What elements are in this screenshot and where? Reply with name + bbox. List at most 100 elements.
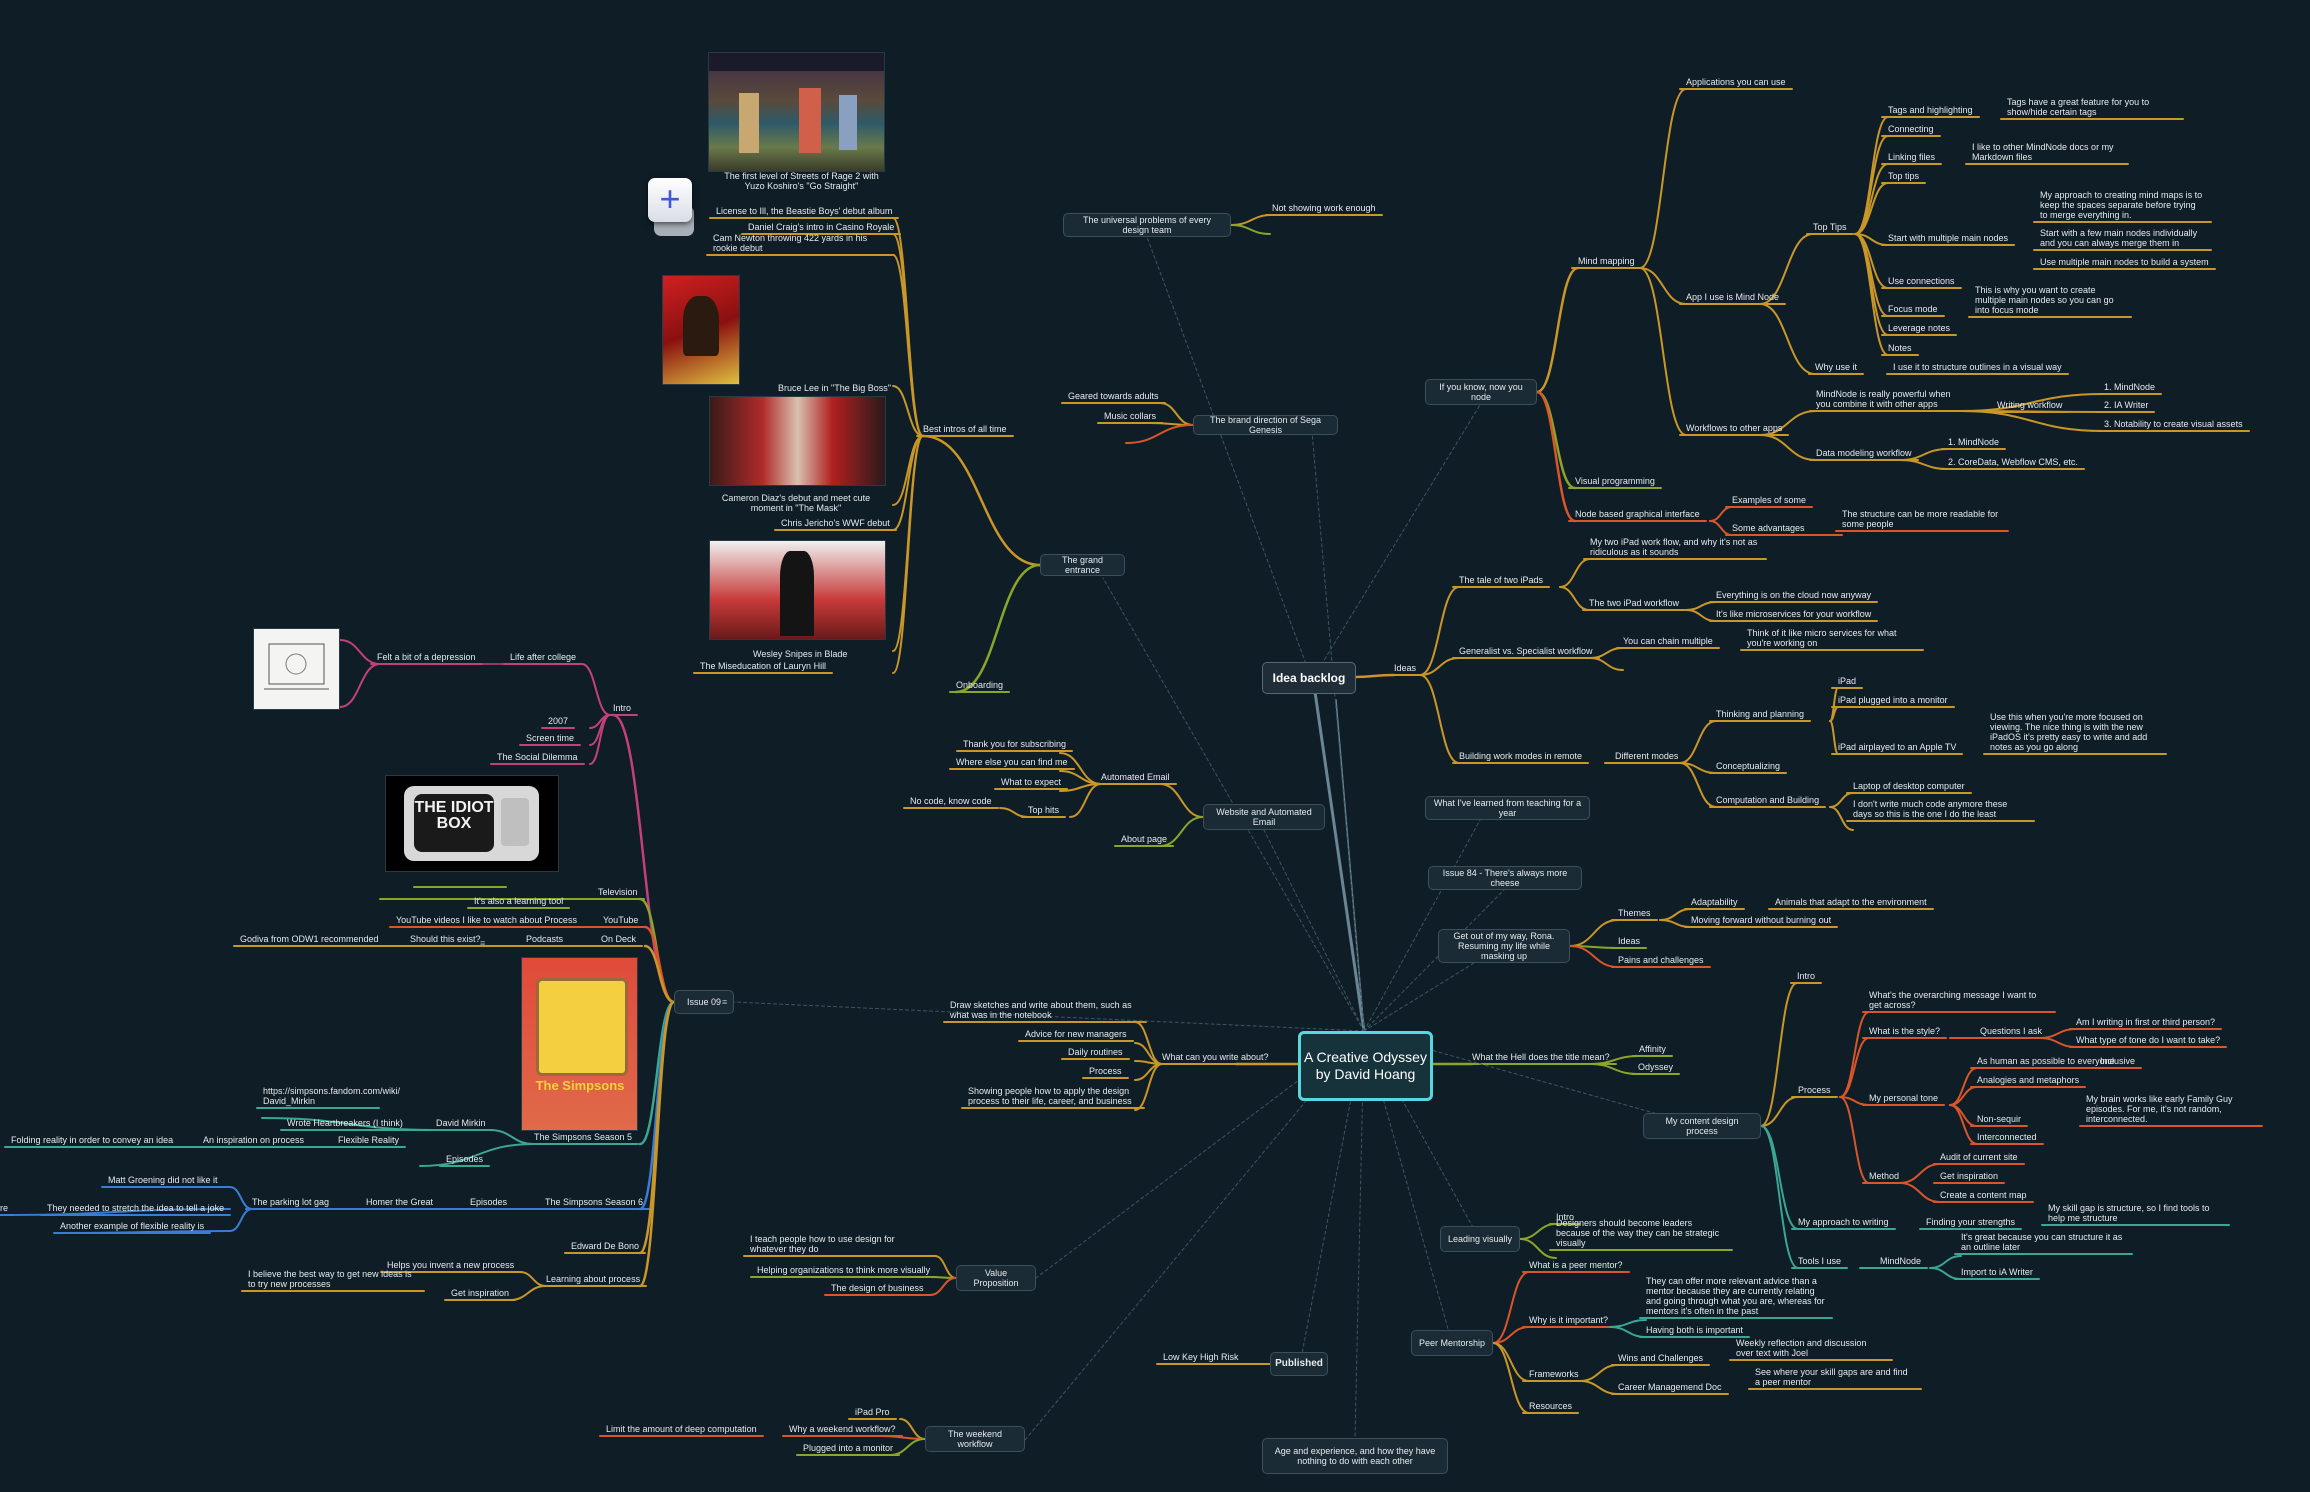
- node-tone[interactable]: What type of tone do I want to take?: [2076, 1035, 2221, 1045]
- node-dont-code[interactable]: I don't write much code anymore these da…: [1853, 799, 2008, 819]
- node-not-showing[interactable]: Not showing work enough: [1272, 203, 1376, 213]
- node-import[interactable]: Import to iA Writer: [1961, 1267, 2033, 1277]
- hub-leading-visually[interactable]: Leading visually: [1440, 1226, 1520, 1252]
- node-great-because[interactable]: It's great because you can structure it …: [1961, 1232, 2123, 1252]
- node-geared[interactable]: Geared towards adults: [1068, 391, 1159, 401]
- node-building[interactable]: Building work modes in remote: [1459, 751, 1583, 761]
- node-workflows[interactable]: Workflows to other apps: [1686, 423, 1783, 433]
- node-homer[interactable]: Homer the Great: [366, 1197, 434, 1207]
- node-simpsons-url[interactable]: https://simpsons.fandom.com/wiki/ David_…: [263, 1086, 401, 1106]
- node-where[interactable]: Where else you can find me: [956, 757, 1068, 767]
- main-node-creative-odyssey[interactable]: A Creative Odyssey by David Hoang: [1298, 1031, 1433, 1101]
- hub-grand-entrance[interactable]: The grand entrance: [1040, 554, 1125, 576]
- node-podcasts[interactable]: Podcasts: [526, 934, 564, 944]
- node-mindnode[interactable]: MindNode: [1880, 1256, 1922, 1266]
- hub-teaching[interactable]: What I've learned from teaching for a ye…: [1425, 796, 1590, 820]
- node-tools[interactable]: Tools I use: [1798, 1256, 1842, 1266]
- node-jericho[interactable]: Chris Jericho's WWF debut: [781, 518, 890, 528]
- node-questions[interactable]: Questions I ask: [1980, 1026, 2043, 1036]
- node-coredata[interactable]: 2. CoreData, Webflow CMS, etc.: [1948, 457, 2078, 467]
- hub-age-experience[interactable]: Age and experience, and how they have no…: [1262, 1438, 1448, 1474]
- node-mirkin[interactable]: David Mirkin: [436, 1118, 486, 1128]
- node-best-intros[interactable]: Best intros of all time: [923, 424, 1007, 434]
- node-intro3[interactable]: Intro: [613, 703, 632, 713]
- node-themes[interactable]: Themes: [1618, 908, 1651, 918]
- node-resources[interactable]: Resources: [1529, 1401, 1573, 1411]
- node-notability3[interactable]: 3. Notability to create visual assets: [2104, 419, 2243, 429]
- node-ipadpro[interactable]: iPad Pro: [855, 1407, 890, 1417]
- node-limit[interactable]: Limit the amount of deep computation: [606, 1424, 757, 1434]
- node-think-micro[interactable]: Think of it like micro services for what…: [1747, 628, 1897, 648]
- node-about[interactable]: About page: [1121, 834, 1168, 844]
- node-helps[interactable]: Helps you invent a new process: [387, 1260, 515, 1270]
- node-focus-note[interactable]: This is why you want to create multiple …: [1975, 285, 2114, 315]
- node-groening[interactable]: Matt Groening did not like it: [108, 1175, 218, 1185]
- node-start-multi[interactable]: Start with multiple main nodes: [1888, 233, 2009, 243]
- node-skill-gap[interactable]: My skill gap is structure, so I find too…: [2048, 1203, 2210, 1223]
- hub-know-node[interactable]: If you know, now you node: [1425, 379, 1537, 405]
- node-first-third[interactable]: Am I writing in first or third person?: [2076, 1017, 2216, 1027]
- node-learning-proc[interactable]: Learning about process: [546, 1274, 641, 1284]
- node-television[interactable]: Television: [598, 887, 638, 897]
- node-lowkey[interactable]: Low Key High Risk: [1163, 1352, 1239, 1362]
- node-tags[interactable]: Tags and highlighting: [1888, 105, 1973, 115]
- node-brain[interactable]: My brain works like early Family Guy epi…: [2086, 1094, 2233, 1124]
- node-re[interactable]: re: [0, 1203, 9, 1213]
- node-get-insp[interactable]: Get inspiration: [1940, 1171, 1999, 1181]
- node-career[interactable]: Career Managemend Doc: [1618, 1382, 1722, 1392]
- node-craig[interactable]: Daniel Craig's intro in Casino Royale: [748, 222, 895, 232]
- node-tophits[interactable]: Top hits: [1028, 805, 1060, 815]
- hub-issue-09[interactable]: Issue 09: [674, 990, 734, 1014]
- node-whyuse-note[interactable]: I use it to structure outlines in a visu…: [1893, 362, 2062, 372]
- node-cloud[interactable]: Everything is on the cloud now anyway: [1716, 590, 1872, 600]
- hub-universal-problems[interactable]: The universal problems of every design t…: [1063, 213, 1231, 237]
- node-interconnected[interactable]: Interconnected: [1977, 1132, 2037, 1142]
- node-intro2[interactable]: Intro: [1556, 1212, 1575, 1222]
- node-mindnode1[interactable]: 1. MindNode: [2104, 382, 2156, 392]
- node-use-conn[interactable]: Use connections: [1888, 276, 1955, 286]
- node-method[interactable]: Method: [1869, 1171, 1900, 1181]
- node-leverage[interactable]: Leverage notes: [1888, 323, 1951, 333]
- node-micro[interactable]: It's like microservices for your workflo…: [1716, 609, 1872, 619]
- node-gen-spec[interactable]: Generalist vs. Specialist workflow: [1459, 646, 1593, 656]
- node-mind-mapping[interactable]: Mind mapping: [1578, 256, 1635, 266]
- node-advice[interactable]: Advice for new managers: [1025, 1029, 1127, 1039]
- node-ondeck[interactable]: On Deck: [601, 934, 637, 944]
- node-episodes[interactable]: Episodes: [446, 1154, 484, 1164]
- node-notes[interactable]: Notes: [1888, 343, 1912, 353]
- idea-backlog-node[interactable]: Idea backlog: [1262, 662, 1356, 694]
- node-having-both[interactable]: Having both is important: [1646, 1325, 1744, 1335]
- node-daily[interactable]: Daily routines: [1068, 1047, 1123, 1057]
- node-folding[interactable]: Folding reality in order to convey an id…: [11, 1135, 174, 1145]
- node-heartbreakers[interactable]: Wrote Heartbreakers (I think): [287, 1118, 403, 1128]
- node-process2[interactable]: Process: [1798, 1085, 1831, 1095]
- hub-content-design[interactable]: My content design process: [1643, 1113, 1761, 1139]
- node-conceptualizing[interactable]: Conceptualizing: [1716, 761, 1781, 771]
- node-godiva[interactable]: Godiva from ODW1 recommended: [240, 934, 379, 944]
- node-tale[interactable]: The tale of two iPads: [1459, 575, 1544, 585]
- node-yt-videos[interactable]: YouTube videos I like to watch about Pro…: [396, 915, 577, 925]
- node-visual-prog[interactable]: Visual programming: [1575, 476, 1655, 486]
- hub-get-out-rona[interactable]: Get out of my way, Rona. Resuming my lif…: [1438, 929, 1570, 963]
- node-ipad-monitor[interactable]: iPad plugged into a monitor: [1838, 695, 1948, 705]
- node-get-insp2[interactable]: Get inspiration: [451, 1288, 510, 1298]
- node-start-few[interactable]: Start with a few main nodes individually…: [2040, 228, 2198, 248]
- node-ipados[interactable]: Use this when you're more focused on vie…: [1990, 712, 2148, 752]
- node-design-biz[interactable]: The design of business: [831, 1283, 924, 1293]
- node-use-multi[interactable]: Use multiple main nodes to build a syste…: [2040, 257, 2209, 267]
- node-toptips[interactable]: Top tips: [1888, 171, 1920, 181]
- node-social[interactable]: The Social Dilemma: [497, 752, 578, 762]
- hub-peer-mentorship[interactable]: Peer Mentorship: [1411, 1330, 1493, 1356]
- node-approach[interactable]: My approach to creating mind maps is to …: [2040, 190, 2203, 220]
- node-process[interactable]: Process: [1089, 1066, 1122, 1076]
- node-linking[interactable]: Linking files: [1888, 152, 1936, 162]
- node-cam[interactable]: Cam Newton throwing 422 yards in his roo…: [713, 233, 868, 253]
- node-style[interactable]: What is the style?: [1869, 1026, 1941, 1036]
- hub-sega-genesis[interactable]: The brand direction of Sega Genesis: [1193, 415, 1338, 435]
- node-thinking[interactable]: Thinking and planning: [1716, 709, 1805, 719]
- node-whyuse[interactable]: Why use it: [1815, 362, 1858, 372]
- node-learning-tool[interactable]: It's also a learning tool: [474, 896, 564, 906]
- node-relevant[interactable]: They can offer more relevant advice than…: [1646, 1276, 1825, 1316]
- node-diff-modes[interactable]: Different modes: [1615, 751, 1679, 761]
- node-ideas2[interactable]: Ideas: [1618, 936, 1641, 946]
